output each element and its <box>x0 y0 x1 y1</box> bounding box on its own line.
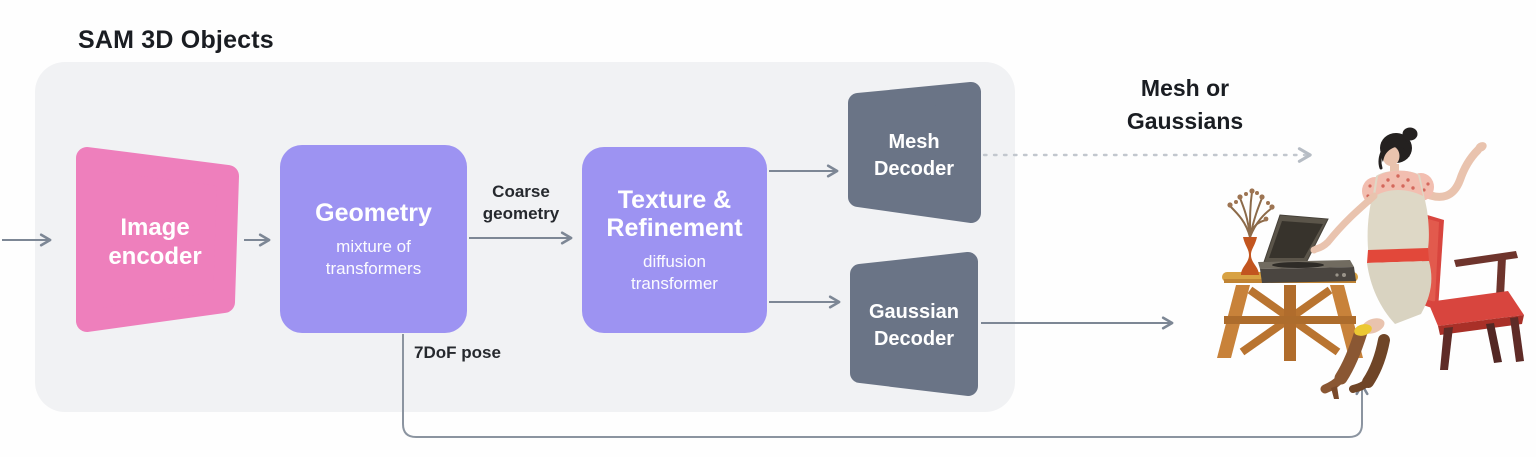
mesh-decoder-label: Mesh Decoder <box>873 131 955 180</box>
pose-route-arrow <box>402 334 1369 438</box>
texture-refinement-title: Texture & Refinement <box>606 185 743 242</box>
image-encoder-node <box>76 147 239 332</box>
woman-figure <box>1310 127 1487 399</box>
gaussian-decoder-node <box>850 252 978 396</box>
vase-with-flowers <box>1227 188 1275 275</box>
output-3d-illustration-icon <box>1217 127 1524 399</box>
texture-refinement-node: Texture & Refinement diffusion transform… <box>582 147 767 333</box>
chair <box>1428 251 1524 370</box>
pose-label: 7DoF pose <box>414 343 501 362</box>
image-encoder-label: Image encoder <box>108 214 202 271</box>
geometry-node: Geometry mixture of transformers <box>280 145 467 333</box>
coarse-geometry-label: Coarse geometry <box>482 182 560 224</box>
output-label: Mesh or Gaussians <box>1126 75 1244 135</box>
texture-refinement-subtitle: diffusion transformer <box>631 251 718 293</box>
mesh-decoder-node <box>848 82 981 223</box>
geometry-title: Geometry <box>315 198 432 227</box>
diagram-title: SAM 3D Objects <box>78 26 274 54</box>
side-table <box>1217 272 1363 361</box>
gaussian-decoder-label: Gaussian Decoder <box>868 301 960 350</box>
record-player <box>1258 214 1356 283</box>
geometry-subtitle: mixture of transformers <box>325 236 422 278</box>
